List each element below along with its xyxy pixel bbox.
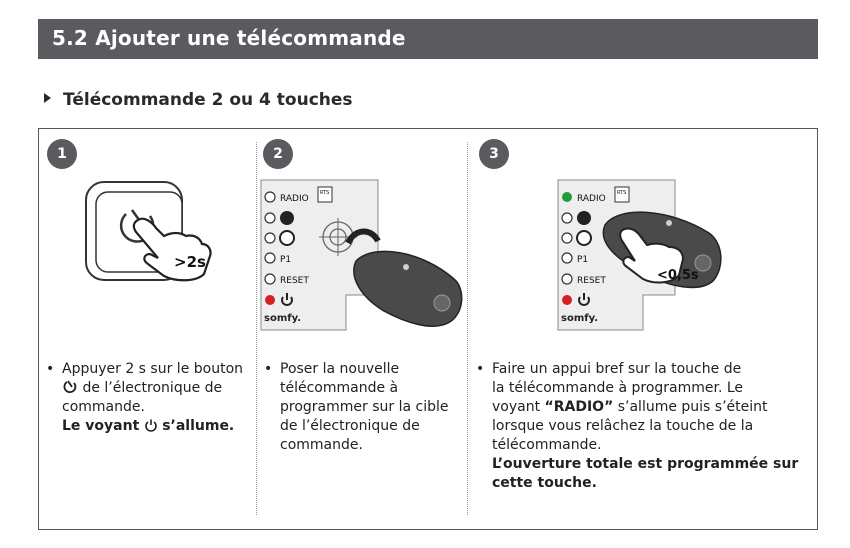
section-header-bar	[38, 19, 818, 59]
rts-label: RTS	[617, 190, 626, 196]
remote-control-icon	[353, 250, 463, 327]
bullet-icon: •	[46, 361, 55, 377]
step-3-line: télécommande.	[492, 437, 602, 453]
step-3-line: voyant “RADIO” s’allume puis s’éteint	[492, 398, 816, 417]
step-3-line: la télécommande à programmer. Le	[492, 380, 744, 396]
step-3-bold-line: L’ouverture totale est programmée sur	[492, 456, 799, 472]
bullet-icon: •	[264, 361, 273, 377]
arrow-icon	[345, 228, 381, 245]
somfy-logo: somfy.	[264, 313, 301, 324]
pedestrian-icon	[280, 211, 294, 225]
power-icon	[144, 419, 157, 432]
somfy-logo: somfy.	[561, 313, 598, 324]
step-2-description: • Poser la nouvelle télécommande à progr…	[264, 360, 464, 455]
step-1-illustration: >2s	[85, 181, 212, 282]
subheading-text: Télécommande 2 ou 4 touches	[63, 90, 353, 110]
board-label-radio: RADIO	[577, 194, 606, 204]
subheading: Télécommande 2 ou 4 touches	[44, 90, 353, 110]
step-3-line: lorsque vous relâchez la touche de la	[492, 418, 754, 434]
step-2-line: programmer sur la cible	[280, 399, 449, 415]
board-label-reset: RESET	[280, 276, 309, 286]
bullet-icon: •	[476, 361, 485, 377]
power-icon	[281, 296, 293, 306]
step-1-line-2: de l’électronique de	[62, 379, 256, 398]
button-icon	[63, 380, 77, 394]
step-1-line-1: Appuyer 2 s sur le bouton	[62, 361, 244, 377]
radio-led-green	[562, 192, 572, 202]
step-3-number: 3	[479, 139, 509, 169]
step-2-number: 2	[263, 139, 293, 169]
board-label-radio: RADIO	[280, 194, 309, 204]
step-1-bold-line: Le voyant s’allume.	[62, 417, 256, 436]
step-3-radio-label: “RADIO”	[544, 399, 614, 415]
board-label-reset: RESET	[577, 276, 606, 286]
step-3-bold-line: cette touche.	[492, 475, 597, 491]
step-3-line-3-pre: voyant	[492, 399, 545, 415]
target-icon	[319, 218, 357, 256]
step-1-bold-b: s’allume.	[162, 418, 235, 434]
step-1-line-3: commande.	[62, 399, 145, 415]
pressing-hand-icon	[132, 217, 212, 282]
step-1-badge: >2s	[174, 253, 206, 271]
power-icon	[578, 296, 590, 306]
step-3-description: • Faire un appui bref sur la touche de l…	[476, 360, 816, 493]
radio-led-off	[264, 191, 276, 203]
step-2-line: Poser la nouvelle	[280, 361, 400, 377]
power-led-red	[562, 295, 572, 305]
triangle-bullet-icon	[44, 93, 51, 103]
step-divider-2	[467, 142, 468, 515]
step-2-line: commande.	[280, 437, 363, 453]
step-1-number: 1	[47, 139, 77, 169]
step-divider-1	[256, 142, 257, 515]
step-3-badge: <0,5s	[657, 268, 699, 283]
step-1-line-2-text: de l’électronique de	[82, 380, 223, 396]
step-2-illustration: RADIO RTS P1 RESET somfy.	[260, 179, 463, 331]
step-1-description: • Appuyer 2 s sur le bouton de l’électro…	[46, 360, 256, 436]
timer-icon	[279, 230, 295, 246]
steps-panel	[38, 128, 818, 530]
step-3-line-3-post: s’allume puis s’éteint	[613, 399, 768, 415]
board-label-p1: P1	[280, 255, 291, 265]
pedestrian-icon	[577, 211, 591, 225]
step-1-bold-a: Le voyant	[62, 418, 140, 434]
step-3-line: Faire un appui bref sur la touche de	[492, 361, 742, 377]
rts-label: RTS	[320, 190, 329, 196]
section-title: 5.2 Ajouter une télécommande	[52, 26, 406, 50]
step-2-line: télécommande à	[280, 380, 399, 396]
step-3-illustration: RADIO RTS P1 RESET somfy. <0,5s	[557, 179, 722, 331]
board-label-p1: P1	[577, 255, 588, 265]
power-led-red	[265, 295, 275, 305]
pressing-hand-icon	[619, 227, 685, 284]
step-2-line: de l’électronique de	[280, 418, 420, 434]
timer-icon	[576, 230, 592, 246]
